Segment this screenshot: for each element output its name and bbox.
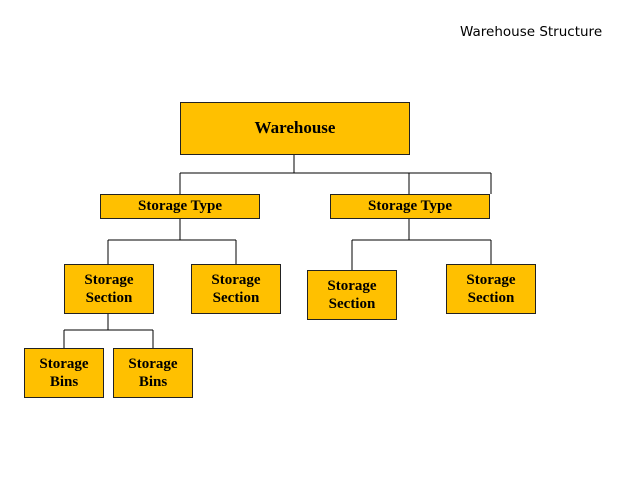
page-title: Warehouse Structure bbox=[460, 24, 603, 40]
storage-section-node-line1: Storage bbox=[211, 271, 261, 288]
storage-section-node-line2: Section bbox=[328, 296, 376, 312]
storage-section-node-line2: Section bbox=[212, 290, 260, 306]
storage-type-node: Storage Type bbox=[100, 194, 260, 219]
storage-bins-node-line1: Storage bbox=[128, 355, 178, 372]
storage-section-node-line2: Section bbox=[467, 290, 515, 306]
storage-section-node-line1: Storage bbox=[327, 277, 377, 294]
storage-bins-node-line2: Bins bbox=[138, 374, 168, 390]
storage-section-node: Storage Section bbox=[307, 270, 397, 320]
storage-section-node-line2: Section bbox=[85, 290, 133, 306]
storage-type-node: Storage Type bbox=[330, 194, 490, 219]
storage-section-node-line1: Storage bbox=[466, 271, 516, 288]
storage-section-node-line1: Storage bbox=[84, 271, 134, 288]
storage-bins-node: Storage Bins bbox=[113, 348, 193, 398]
storage-section-node: Storage Section bbox=[64, 264, 154, 314]
warehouse-node-label: Warehouse bbox=[254, 118, 336, 138]
storage-section-node: Storage Section bbox=[191, 264, 281, 314]
warehouse-node: Warehouse bbox=[180, 102, 410, 155]
storage-bins-node-line2: Bins bbox=[49, 374, 79, 390]
storage-bins-node: Storage Bins bbox=[24, 348, 104, 398]
storage-type-node-label: Storage Type bbox=[367, 198, 453, 215]
storage-section-node: Storage Section bbox=[446, 264, 536, 314]
storage-type-node-label: Storage Type bbox=[137, 198, 223, 215]
storage-bins-node-line1: Storage bbox=[39, 355, 89, 372]
